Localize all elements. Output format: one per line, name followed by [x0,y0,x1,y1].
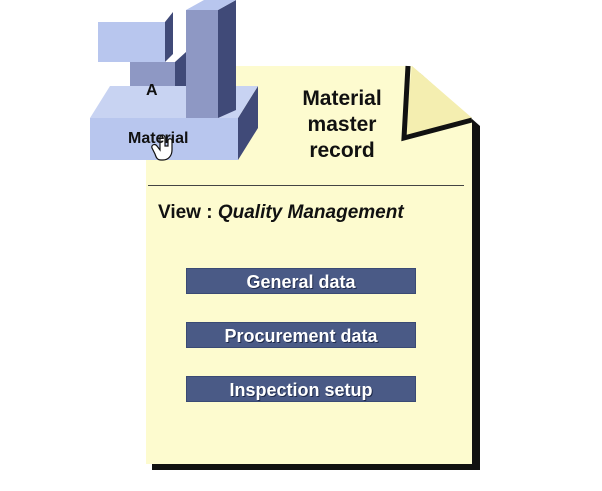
material-cube-diagram [90,0,258,161]
cube-base-side [238,86,258,160]
document-page [146,66,472,464]
view-name: Quality Management [217,202,404,223]
hand-pointer-icon [151,134,173,161]
document-title: Material master record [302,87,382,162]
cube-label-material: Material [128,130,189,147]
title-divider [148,185,464,186]
view-line: View : Quality Management [158,202,404,224]
procurement-data-field: Procurement data [186,322,416,348]
cube-label-a: A [146,82,158,99]
cube-top-slab-side [165,12,173,62]
document-folded-corner [404,66,472,138]
inspection-setup-field: Inspection setup [186,376,416,402]
view-prefix: View : [158,202,218,223]
cube-top-slab-front [98,22,165,62]
general-data-field: General data [186,268,416,294]
